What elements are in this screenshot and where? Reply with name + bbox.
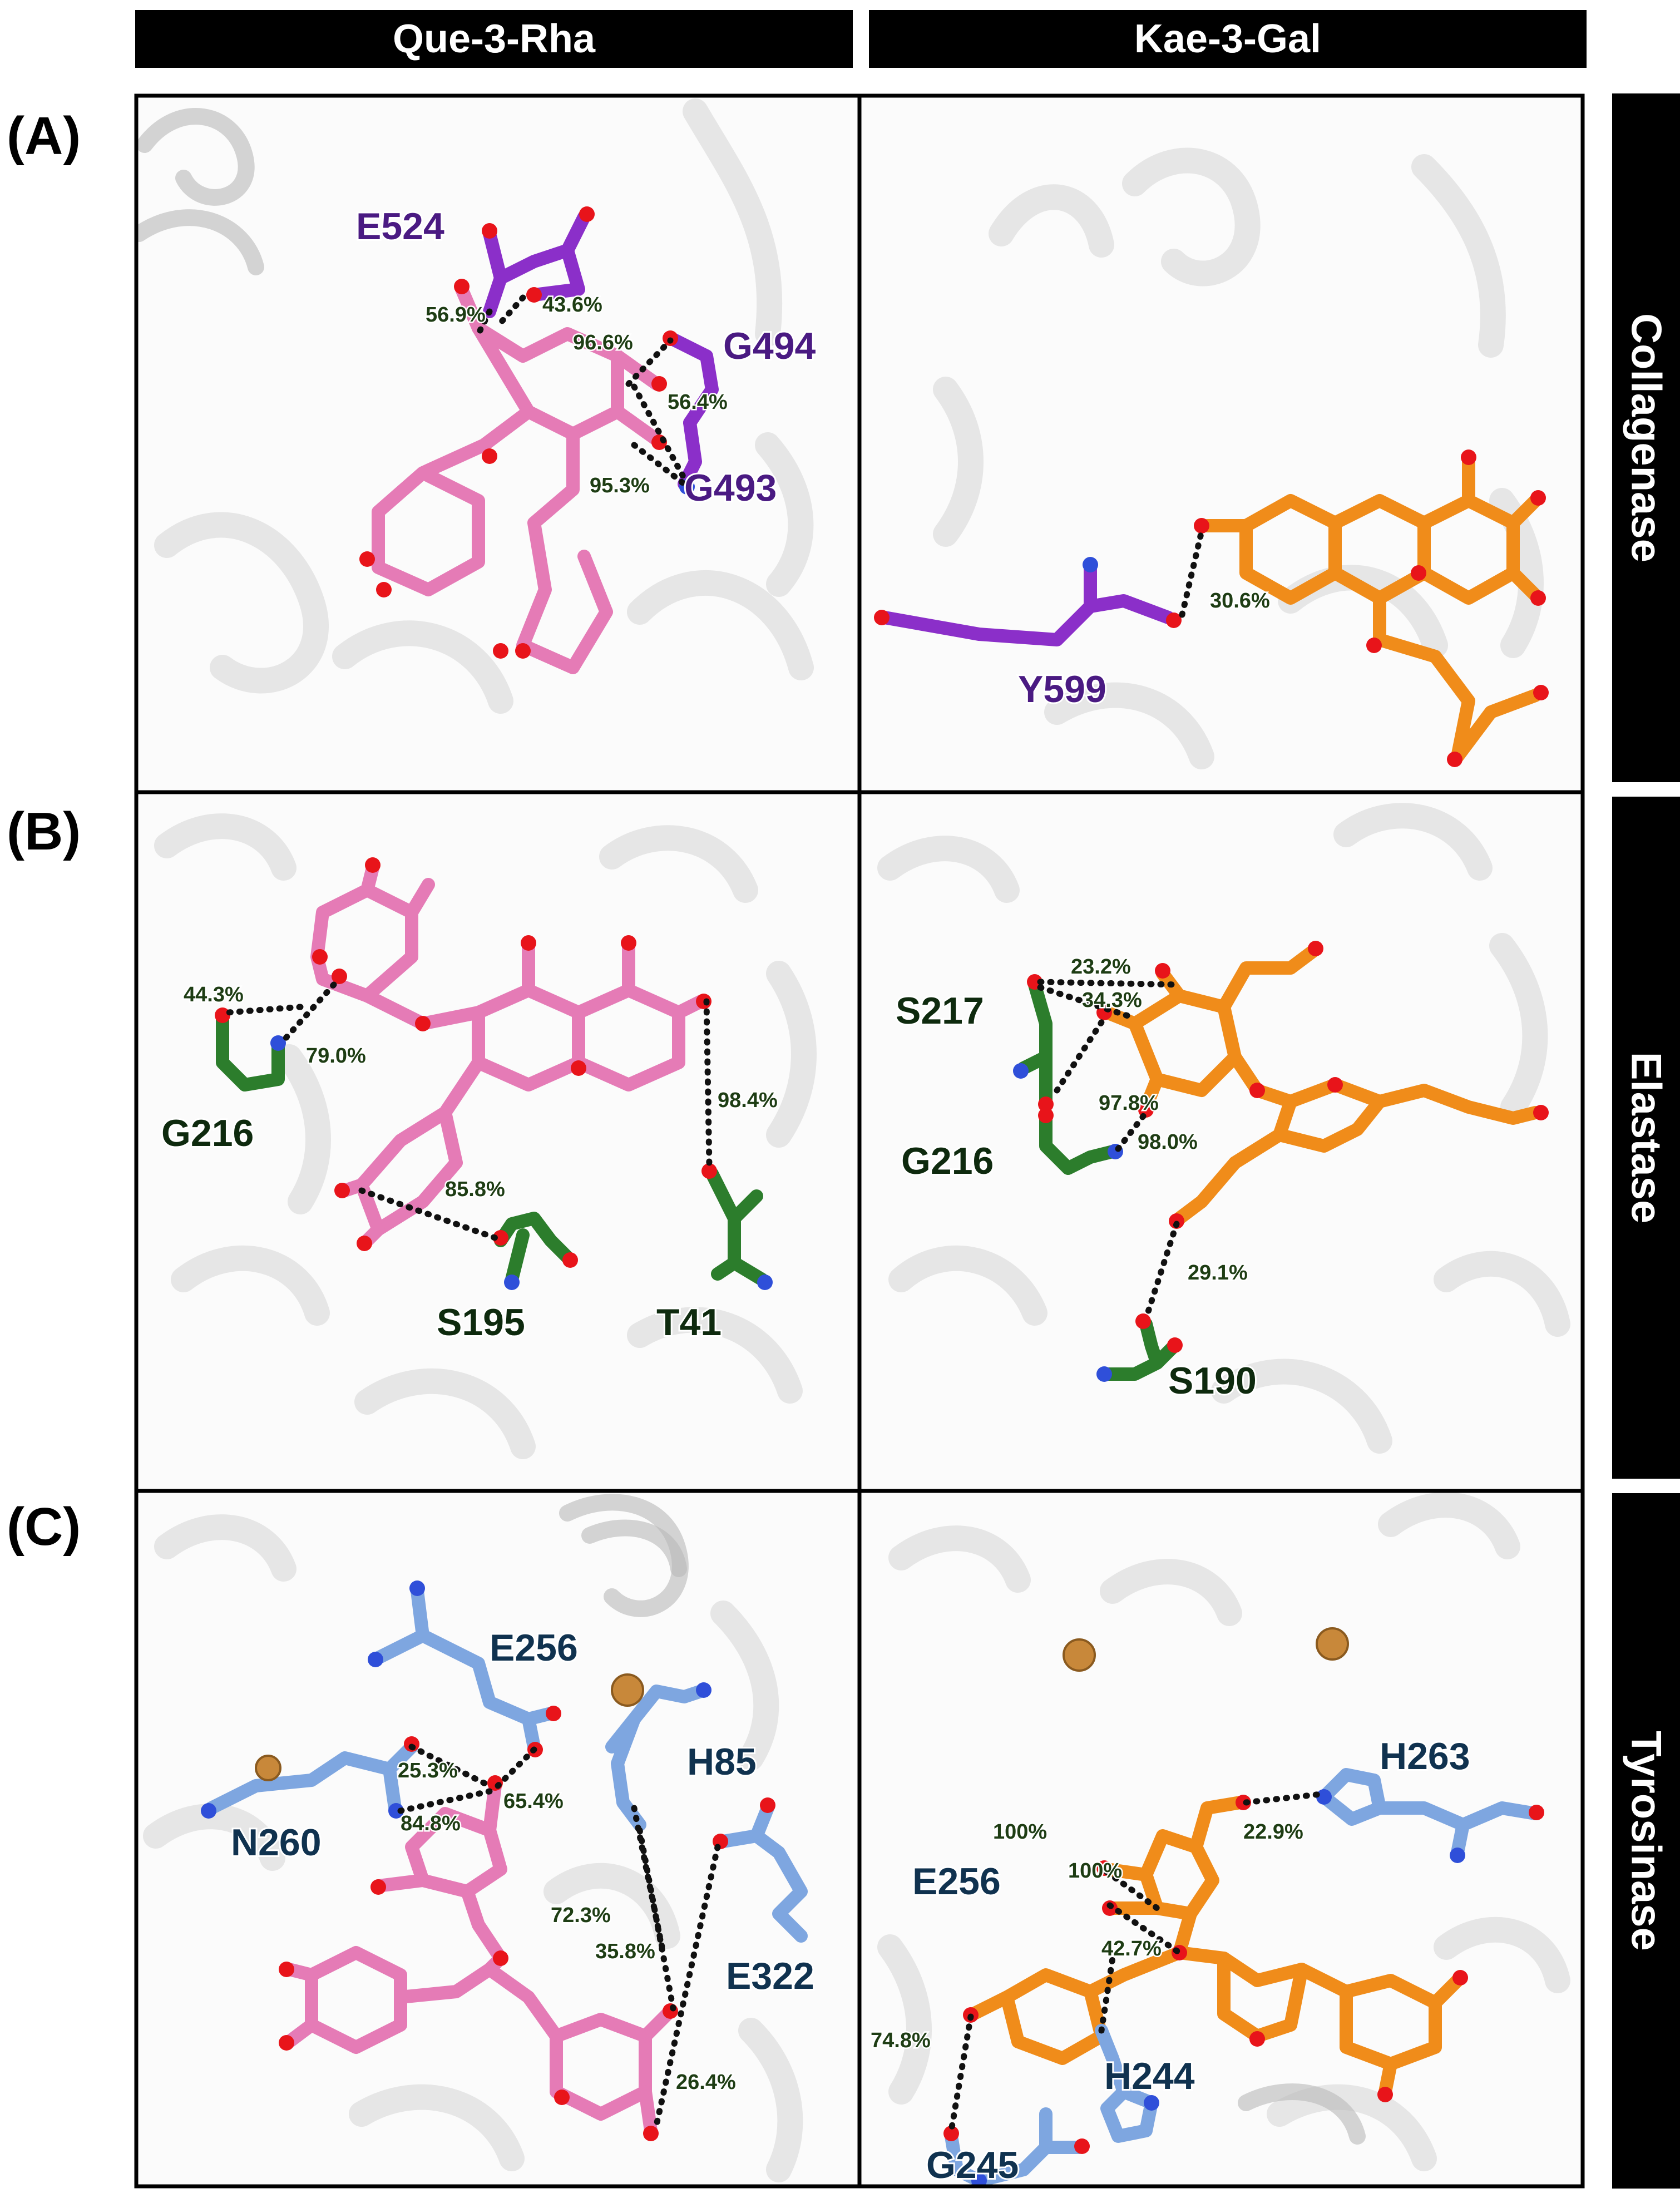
- residue-label-s195: S195: [437, 1301, 525, 1344]
- hydrogen-bonds-c2: [948, 1791, 1325, 2134]
- residue-label-e256: E256: [490, 1627, 578, 1669]
- hbond-pct-984: 98.4%: [718, 1089, 778, 1112]
- panel-c1: E256 N260 H85 E322 25.3% 65.4% 84.8% 72.…: [136, 1491, 859, 2186]
- residue-label-g216: G216: [901, 1140, 994, 1182]
- residue-label-e524: E524: [356, 205, 444, 248]
- protein-ribbon: [877, 1492, 1570, 2171]
- residues-collagenase-a1: [482, 206, 719, 495]
- residue-label-h85: H85: [687, 1741, 757, 1783]
- copper-ion-2: [1316, 1627, 1349, 1661]
- side-label-collagenase: Collagenase: [1612, 93, 1680, 782]
- ligand-kae-3-gal: [963, 1795, 1468, 2102]
- hbond-pct-748: 74.8%: [871, 2029, 931, 2052]
- hbond-pct-443: 44.3%: [184, 983, 244, 1006]
- residue-label-t41: T41: [656, 1301, 722, 1344]
- panel-a1: E524 G494 G493 56.9% 43.6% 96.6% 56.4% 9…: [136, 96, 859, 792]
- residue-label-g216: G216: [161, 1112, 254, 1154]
- copper-ion-2: [611, 1673, 644, 1707]
- residue-label-h244: H244: [1104, 2055, 1195, 2097]
- row-letter-a: (A): [7, 106, 81, 166]
- hbond-pct-790: 79.0%: [306, 1044, 366, 1068]
- residue-label-g493: G493: [684, 467, 777, 509]
- hbond-pct-343: 34.3%: [1082, 989, 1142, 1012]
- hbond-pct-953: 95.3%: [590, 474, 650, 497]
- hbond-pct-427: 42.7%: [1101, 1937, 1162, 1960]
- column-header-que-3-rha: Que-3-Rha: [135, 10, 853, 68]
- hbond-pct-232: 23.2%: [1071, 955, 1131, 979]
- copper-ion-1: [1063, 1638, 1096, 1672]
- hbond-pct-264: 26.4%: [676, 2071, 736, 2094]
- hydrogen-bonds-a2: [1179, 528, 1205, 618]
- hbond-pct-306: 30.6%: [1210, 589, 1270, 613]
- hbond-pct-723: 72.3%: [551, 1904, 611, 1927]
- panel-c2: H263 E256 H244 G245 22.9% 100% 100% 42.7…: [859, 1491, 1583, 2186]
- residue-label-s190: S190: [1168, 1360, 1257, 1402]
- hbond-pct-654: 65.4%: [503, 1790, 564, 1813]
- hbond-pct-848: 84.8%: [401, 1812, 461, 1835]
- panel-b2: S217 G216 S190 23.2% 34.3% 97.8% 98.0% 2…: [859, 792, 1583, 1491]
- hbond-pct-291: 29.1%: [1188, 1261, 1248, 1285]
- residues-tyrosinase-c1: [201, 1580, 808, 1943]
- row-letter-c: (C): [7, 1497, 81, 1557]
- panel-frames: [134, 93, 1585, 2189]
- residue-label-s217: S217: [896, 990, 984, 1032]
- hydrogen-bonds-b2: [1037, 979, 1183, 1322]
- residue-label-y599: Y599: [1018, 668, 1106, 710]
- copper-ion-1: [255, 1755, 281, 1781]
- panel-b1: G216 S195 T41 44.3% 79.0% 85.8% 98.4%: [136, 792, 859, 1491]
- hbond-pct-253: 25.3%: [398, 1759, 458, 1782]
- residue-label-e322: E322: [726, 1955, 814, 1997]
- residue-label-e256: E256: [912, 1860, 1001, 1903]
- residues-tyrosinase-c2: [943, 1627, 1544, 2186]
- hbond-pct-858: 85.8%: [445, 1178, 505, 1201]
- protein-ribbon: [143, 1494, 803, 2182]
- residues-elastase-b1: [215, 1007, 773, 1290]
- ligand-que-3-rha: [359, 279, 667, 674]
- hydrogen-bonds-b1: [225, 981, 713, 1241]
- hbond-pct-358: 35.8%: [595, 1940, 655, 1963]
- residue-label-h263: H263: [1380, 1735, 1470, 1777]
- hbond-pct-978: 97.8%: [1099, 1091, 1159, 1115]
- side-label-elastase: Elastase: [1612, 797, 1680, 1479]
- residue-label-g494: G494: [723, 325, 816, 367]
- protein-ribbon: [877, 803, 1570, 1454]
- ligand-kae-3-gal: [1194, 450, 1549, 767]
- protein-ribbon: [154, 813, 817, 1459]
- residue-label-g245: G245: [926, 2144, 1019, 2186]
- hbond-pct-229: 22.9%: [1243, 1820, 1303, 1844]
- hbond-pct-100a: 100%: [993, 1820, 1047, 1844]
- hbond-pct-100b: 100%: [1068, 1859, 1122, 1883]
- hbond-pct-436: 43.6%: [542, 293, 602, 317]
- ligand-que-3-rha: [279, 1775, 678, 2141]
- hbond-pct-980: 98.0%: [1138, 1130, 1198, 1154]
- protein-ribbon: [136, 98, 814, 714]
- residues-collagenase-a2: [874, 557, 1182, 646]
- hydrogen-bonds-a1: [475, 294, 688, 487]
- residue-label-n260: N260: [231, 1821, 322, 1864]
- hydrogen-bonds-c1: [397, 1743, 721, 2128]
- row-letter-b: (B): [7, 802, 81, 861]
- hbond-pct-966: 96.6%: [573, 331, 633, 354]
- hbond-pct-569: 56.9%: [426, 303, 486, 327]
- column-header-kae-3-gal: Kae-3-Gal: [869, 10, 1587, 68]
- hbond-pct-564: 56.4%: [668, 391, 728, 414]
- side-label-tyrosinase: Tyrosinase: [1612, 1493, 1680, 2189]
- panel-a2: Y599 30.6%: [859, 96, 1583, 792]
